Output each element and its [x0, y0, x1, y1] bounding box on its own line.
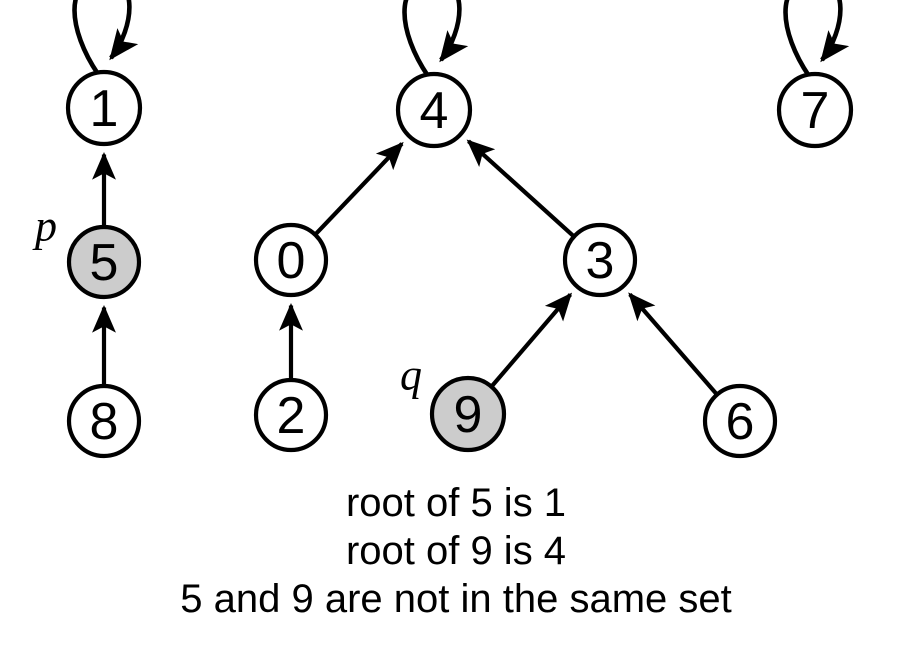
pointer-label-q: q — [400, 351, 422, 400]
node-circle-5[interactable] — [66, 224, 142, 300]
self-loop-7 — [783, 0, 850, 78]
node-circle-1[interactable] — [65, 69, 143, 147]
node-label-0: 0 — [277, 232, 306, 290]
pointer-label-p: p — [32, 202, 57, 251]
edge-3-to-4 — [466, 139, 575, 238]
edge-9-to-3 — [490, 292, 573, 387]
node-circle-7[interactable] — [776, 71, 854, 149]
caption-line-3: 5 and 9 are not in the same set — [180, 577, 731, 621]
node-circle-3[interactable] — [562, 222, 638, 298]
node-9[interactable]: 9 — [429, 375, 507, 453]
node-label-3: 3 — [586, 232, 615, 290]
node-label-5: 5 — [90, 234, 119, 292]
node-circle-8[interactable] — [66, 383, 142, 459]
node-8[interactable]: 8 — [66, 383, 142, 459]
node-label-4: 4 — [420, 82, 449, 140]
node-circle-2[interactable] — [253, 377, 329, 453]
self-loop-1 — [72, 0, 139, 76]
edge-0-to-4 — [314, 141, 404, 236]
node-1[interactable]: 1 — [65, 69, 143, 147]
node-label-9: 9 — [454, 386, 483, 444]
pointer-labels-layer: pq — [32, 202, 422, 400]
node-circle-9[interactable] — [429, 375, 507, 453]
node-2[interactable]: 2 — [253, 377, 329, 453]
edges-layer — [92, 139, 718, 395]
node-circle-0[interactable] — [253, 222, 329, 298]
node-5[interactable]: 5 — [66, 224, 142, 300]
node-label-6: 6 — [726, 393, 755, 451]
nodes-layer: 1 5 8 4 0 3 2 9 6 7 — [65, 69, 854, 459]
node-6[interactable]: 6 — [702, 383, 778, 459]
node-label-1: 1 — [90, 80, 119, 138]
self-loop-4 — [402, 0, 469, 78]
node-7[interactable]: 7 — [776, 71, 854, 149]
node-label-8: 8 — [90, 393, 119, 451]
caption-line-2: root of 9 is 4 — [346, 529, 566, 573]
node-3[interactable]: 3 — [562, 222, 638, 298]
node-4[interactable]: 4 — [395, 71, 473, 149]
self-loops-layer — [72, 0, 850, 78]
node-label-2: 2 — [277, 387, 306, 445]
node-circle-4[interactable] — [395, 71, 473, 149]
node-circle-6[interactable] — [702, 383, 778, 459]
edge-6-to-3 — [628, 292, 718, 395]
node-label-7: 7 — [801, 82, 830, 140]
node-0[interactable]: 0 — [253, 222, 329, 298]
caption-line-1: root of 5 is 1 — [346, 481, 566, 525]
